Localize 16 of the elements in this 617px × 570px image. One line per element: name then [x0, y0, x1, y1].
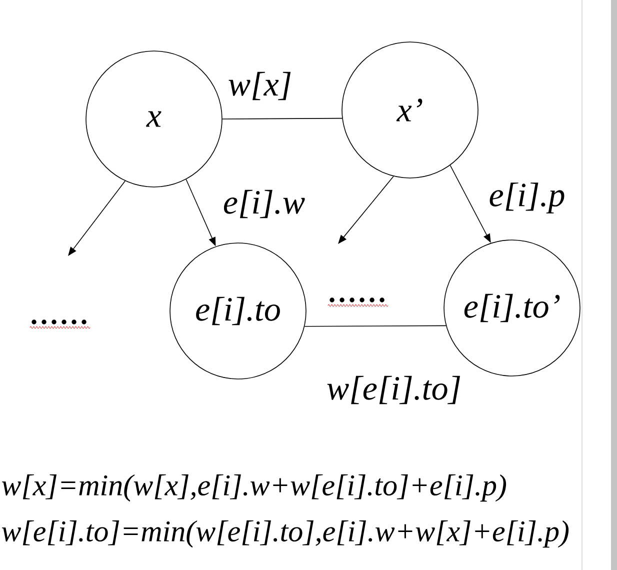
- arrow: [68, 180, 126, 256]
- ellipsis: ......: [32, 320, 86, 324]
- connector-line: [304, 325, 446, 327]
- connector-line: [222, 118, 343, 120]
- edge-label: e[i].w: [222, 188, 306, 220]
- equation-text: w[x]=min(w[x],e[i].w+w[e[i].to]+e[i].p): [2, 474, 506, 502]
- circle-node: e[i].to: [170, 242, 306, 380]
- edge-label: w[x]: [226, 70, 294, 102]
- circle-node: x’: [342, 42, 478, 178]
- edge-label: w[e[i].to]: [325, 374, 463, 406]
- ellipsis: ......: [330, 298, 384, 302]
- circle-node: e[i].to’: [444, 240, 580, 376]
- arrow: [338, 176, 394, 244]
- equation-text: w[e[i].to]=min(w[e[i].to],e[i].w+w[x]+e[i].p): [2, 520, 569, 548]
- circle-node: x: [86, 50, 222, 188]
- edge-label: e[i].p: [488, 182, 566, 214]
